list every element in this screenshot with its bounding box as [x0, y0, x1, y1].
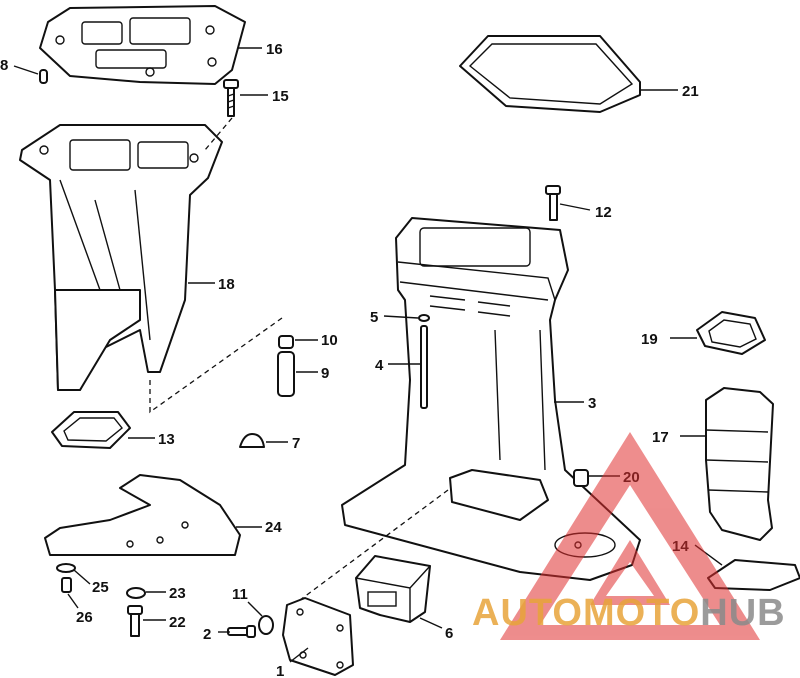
- callout-23: 23: [169, 585, 186, 602]
- assembly-line-b: [149, 317, 283, 414]
- part-26-screw: [61, 577, 72, 593]
- part-1-cover: [282, 597, 354, 676]
- part-19-gasket: [696, 311, 766, 355]
- part-20-plug: [573, 469, 589, 487]
- watermark-logo: [500, 432, 760, 640]
- part-24-plate: [44, 474, 241, 556]
- leader-26: [67, 593, 79, 609]
- callout-22: 22: [169, 614, 186, 631]
- callout-4: 4: [375, 357, 384, 374]
- callout-10: 10: [321, 332, 338, 349]
- part-5-washer: [418, 314, 430, 322]
- leader-1: [289, 647, 309, 663]
- watermark-triangle-icon: [500, 432, 760, 640]
- part-2-screw: [227, 625, 256, 638]
- leader-12: [559, 203, 591, 211]
- callout-26: 26: [76, 609, 93, 626]
- part-23-nut: [126, 587, 146, 599]
- callout-12: 12: [595, 204, 612, 221]
- callout-25: 25: [92, 579, 109, 596]
- callout-15: 15: [272, 88, 289, 105]
- callout-9: 9: [321, 365, 329, 382]
- callout-18: 18: [218, 276, 235, 293]
- callout-19: 19: [641, 331, 658, 348]
- part-11-washer: [258, 615, 274, 635]
- leader-5: [383, 315, 419, 319]
- watermark-inner-triangle-icon: [590, 540, 670, 605]
- callout-8: 8: [0, 57, 8, 74]
- part-17-tube: [705, 387, 774, 541]
- callout-1: 1: [276, 663, 284, 678]
- callout-6: 6: [445, 625, 453, 642]
- callout-16: 16: [266, 41, 283, 58]
- part-13-gasket: [51, 411, 131, 449]
- assembly-line-a: [204, 117, 233, 151]
- part-21-seal: [459, 35, 641, 113]
- callout-17: 17: [652, 429, 669, 446]
- watermark-text: AUTOMOTOHUB: [472, 592, 786, 634]
- callout-11: 11: [232, 586, 248, 603]
- watermark-text-b: HUB: [700, 592, 785, 634]
- watermark-text-a: AUTOMOTO: [472, 592, 700, 634]
- part-13-gasket-inner: [63, 417, 123, 442]
- part-3-driveshaft-housing: [341, 217, 641, 581]
- part-4-stud: [420, 325, 428, 409]
- part-6-mount: [355, 555, 431, 623]
- leader-6: [419, 617, 443, 629]
- callout-2: 2: [203, 626, 211, 643]
- part-25-washer: [56, 563, 76, 573]
- part-19-gasket-inner: [708, 319, 757, 348]
- part-10-cap: [278, 335, 294, 349]
- part-12-bolt: [545, 185, 561, 221]
- part-15-bolt: [223, 79, 239, 117]
- leader-11: [247, 601, 263, 617]
- part-16-gasket: [39, 5, 246, 85]
- callout-7: 7: [292, 435, 300, 452]
- callout-24: 24: [265, 519, 282, 536]
- callout-21: 21: [682, 83, 699, 100]
- callout-5: 5: [370, 309, 378, 326]
- part-7-grommet: [239, 433, 265, 448]
- part-8-pin: [39, 69, 48, 84]
- leader-8: [13, 65, 39, 75]
- assembly-line-c: [299, 489, 449, 601]
- part-9-tube: [277, 351, 295, 397]
- part-22-bolt: [127, 605, 143, 637]
- callout-13: 13: [158, 431, 175, 448]
- part-18-exhaust-housing: [19, 124, 223, 391]
- callout-3: 3: [588, 395, 596, 412]
- leader-25: [73, 569, 91, 585]
